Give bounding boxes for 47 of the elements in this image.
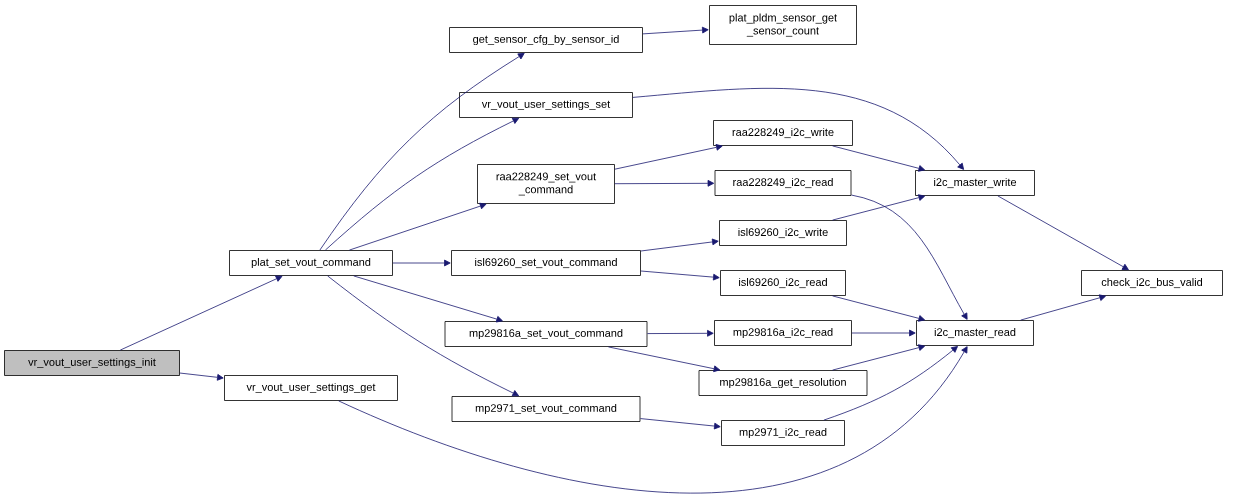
function-box: mp29816a_get_resolution [698, 370, 868, 396]
arrow [851, 194, 968, 320]
function-box: mp2971_i2c_read [721, 420, 845, 446]
arrow [640, 238, 719, 252]
arrow [647, 329, 714, 337]
arrow [614, 144, 723, 170]
arrow [640, 418, 721, 430]
arrow [832, 295, 926, 322]
function-box: vr_vout_user_settings_set [459, 92, 633, 118]
function-box: plat_pldm_sensor_get _sensor_count [709, 5, 857, 45]
function-box: mp29816a_set_vout_command [444, 321, 648, 347]
arrow [1020, 294, 1106, 321]
function-box: plat_set_vout_command [229, 250, 393, 276]
function-box: isl69260_i2c_read [720, 270, 846, 296]
arrow [632, 88, 964, 170]
arrow [179, 372, 224, 381]
arrow [851, 329, 916, 337]
function-box: vr_vout_user_settings_get [224, 375, 398, 401]
function-box: mp29816a_i2c_read [714, 320, 852, 346]
arrow [642, 26, 709, 35]
arrow [119, 275, 283, 351]
arrow [353, 275, 503, 323]
arrow [327, 275, 519, 397]
function-box: i2c_master_write [915, 170, 1035, 196]
function-box: get_sensor_cfg_by_sensor_id [449, 27, 643, 53]
function-box: isl69260_i2c_write [719, 220, 847, 246]
arrow [997, 195, 1129, 271]
arrow [324, 117, 520, 251]
function-box: check_i2c_bus_valid [1081, 270, 1223, 296]
function-box: raa228249_set_vout _command [477, 164, 615, 204]
function-box: raa228249_i2c_read [714, 170, 852, 196]
function-box: mp2971_set_vout_command [451, 396, 641, 422]
arrow [338, 346, 968, 494]
arrow [348, 202, 487, 251]
function-box: vr_vout_user_settings_init [4, 350, 180, 376]
function-box: i2c_master_read [916, 320, 1034, 346]
arrow [319, 52, 525, 251]
arrow [614, 179, 715, 187]
function-box: raa228249_i2c_write [713, 120, 853, 146]
arrow [392, 259, 451, 267]
arrow [608, 346, 721, 373]
arrow [832, 344, 926, 371]
arrow [640, 270, 720, 281]
arrow [823, 346, 958, 421]
arrow [832, 145, 926, 172]
arrow [832, 194, 926, 221]
function-box: isl69260_set_vout_command [451, 250, 641, 276]
